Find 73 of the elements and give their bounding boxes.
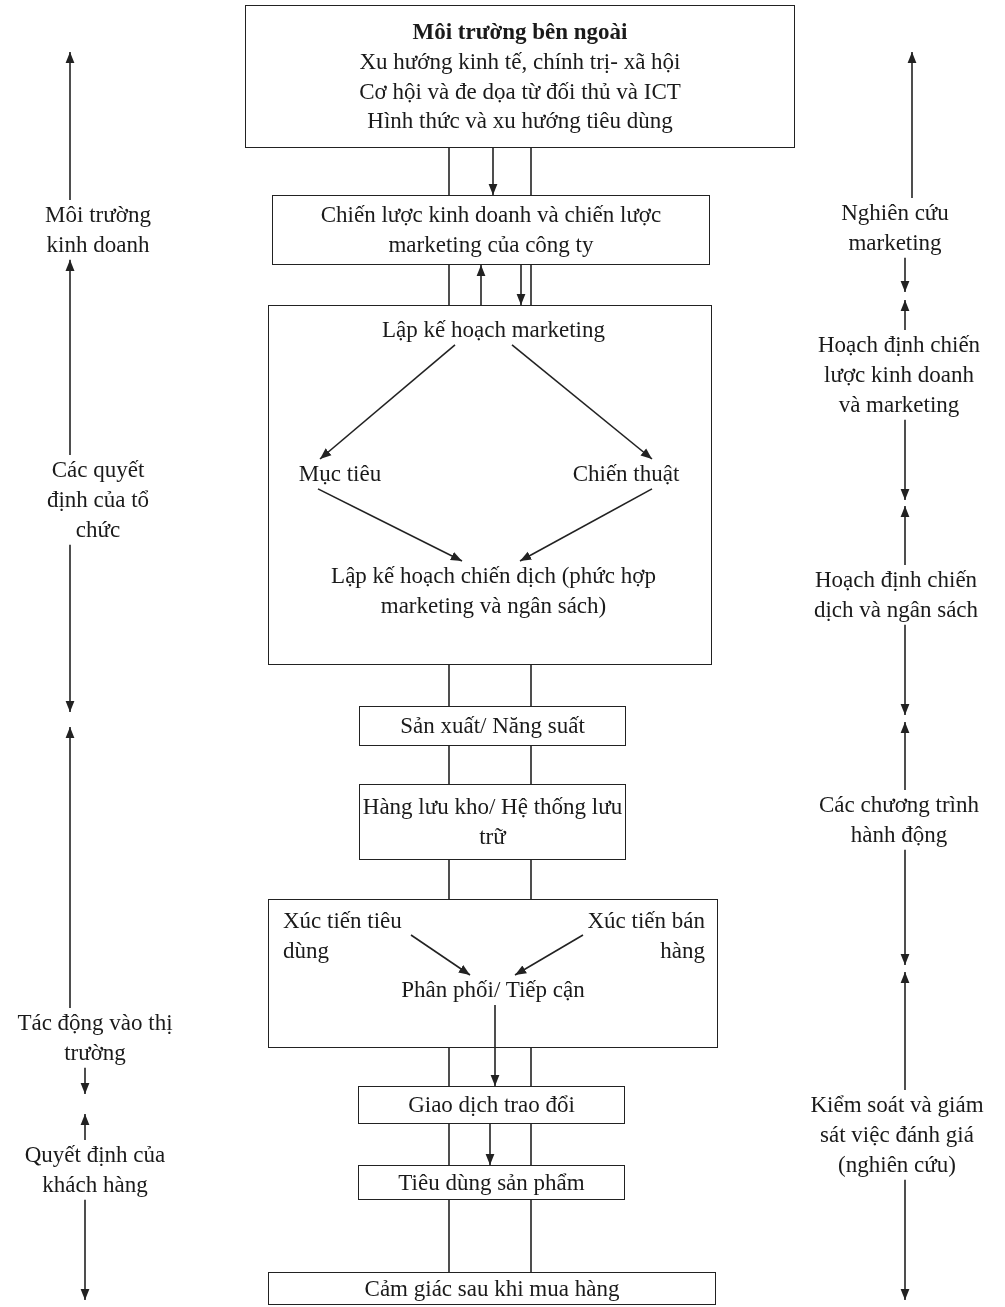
connector-line bbox=[530, 264, 532, 306]
box-text: Cơ hội và đe dọa từ đối thủ và ICT bbox=[359, 77, 681, 106]
connector-line bbox=[448, 745, 450, 785]
arrow bbox=[900, 1178, 910, 1301]
arrow bbox=[65, 543, 75, 713]
connector-line bbox=[530, 1123, 532, 1166]
connector-line bbox=[530, 664, 532, 707]
step-label: Lập kế hoạch marketing bbox=[346, 315, 641, 345]
arrow bbox=[485, 1123, 495, 1166]
arrow bbox=[511, 344, 653, 460]
step-label: Phân phối/ Tiếp cận bbox=[373, 975, 613, 1005]
side-label: Quyết định của khách hàng bbox=[22, 1140, 168, 1200]
side-label: Hoạch định chiến lược kinh doanh và marketing bbox=[815, 330, 983, 420]
arrow bbox=[514, 934, 584, 976]
connector-line bbox=[448, 664, 450, 707]
connector-line bbox=[448, 1199, 450, 1273]
arrow bbox=[900, 256, 910, 293]
group-box bbox=[268, 305, 712, 665]
step-label: Mục tiêu bbox=[285, 459, 395, 489]
arrow bbox=[80, 1067, 90, 1095]
step-label: Xúc tiến bán hàng bbox=[583, 906, 705, 966]
connector-line bbox=[530, 859, 532, 900]
arrow bbox=[490, 1004, 500, 1087]
arrow bbox=[900, 971, 910, 1091]
arrow bbox=[476, 264, 486, 306]
box-text: Xu hướng kinh tế, chính trị- xã hội bbox=[359, 47, 681, 76]
process-box: Cảm giác sau khi mua hàng bbox=[268, 1272, 716, 1305]
side-label: Kiểm soát và giám sát việc đánh giá (nghiên cứu) bbox=[802, 1090, 992, 1180]
connector-line bbox=[448, 1123, 450, 1166]
arrow bbox=[519, 488, 653, 562]
process-box: Chiến lược kinh doanh và chiến lược marketing của công ty bbox=[272, 195, 710, 265]
connector-line bbox=[530, 1047, 532, 1087]
connector-line bbox=[530, 1199, 532, 1273]
process-box: Tiêu dùng sản phẩm bbox=[358, 1165, 625, 1200]
process-box: Sản xuất/ Năng suất bbox=[359, 706, 626, 746]
step-label: Xúc tiến tiêu dùng bbox=[283, 906, 411, 966]
connector-line bbox=[448, 264, 450, 306]
step-label: Lập kế hoạch chiến dịch (phức hợp marketing và ngân sách) bbox=[301, 561, 686, 621]
side-label: Hoạch định chiến dịch và ngân sách bbox=[812, 565, 980, 625]
connector-line bbox=[448, 147, 450, 196]
arrow bbox=[317, 488, 463, 562]
step-label: Chiến thuật bbox=[556, 459, 696, 489]
side-label: Các quyết định của tổ chức bbox=[30, 455, 166, 545]
arrow bbox=[900, 505, 910, 566]
arrow bbox=[900, 624, 910, 716]
side-label: Môi trường kinh doanh bbox=[22, 200, 174, 260]
side-label: Tác động vào thị trường bbox=[5, 1008, 185, 1068]
arrow bbox=[65, 726, 75, 1009]
connector-line bbox=[448, 1047, 450, 1087]
arrow bbox=[488, 147, 498, 196]
arrow bbox=[900, 849, 910, 966]
process-box bbox=[245, 5, 795, 148]
arrow bbox=[410, 934, 471, 976]
connector-line bbox=[530, 147, 532, 196]
arrow bbox=[900, 721, 910, 791]
arrow bbox=[65, 258, 75, 456]
side-label: Nghiên cứu marketing bbox=[815, 198, 975, 258]
arrow bbox=[80, 1113, 90, 1141]
arrow bbox=[65, 51, 75, 201]
connector-line bbox=[530, 745, 532, 785]
box-heading: Môi trường bên ngoài bbox=[412, 17, 628, 46]
process-box: Hàng lưu kho/ Hệ thống lưu trữ bbox=[359, 784, 626, 860]
process-box: Giao dịch trao đổi bbox=[358, 1086, 625, 1124]
arrow bbox=[900, 299, 910, 331]
side-label: Các chương trình hành động bbox=[800, 790, 998, 850]
arrow bbox=[907, 51, 917, 199]
arrow bbox=[80, 1199, 90, 1301]
group-box bbox=[268, 899, 718, 1048]
arrow bbox=[516, 264, 526, 306]
arrow bbox=[900, 418, 910, 501]
arrow bbox=[319, 344, 456, 460]
connector-line bbox=[448, 859, 450, 900]
box-text: Hình thức và xu hướng tiêu dùng bbox=[367, 107, 673, 136]
